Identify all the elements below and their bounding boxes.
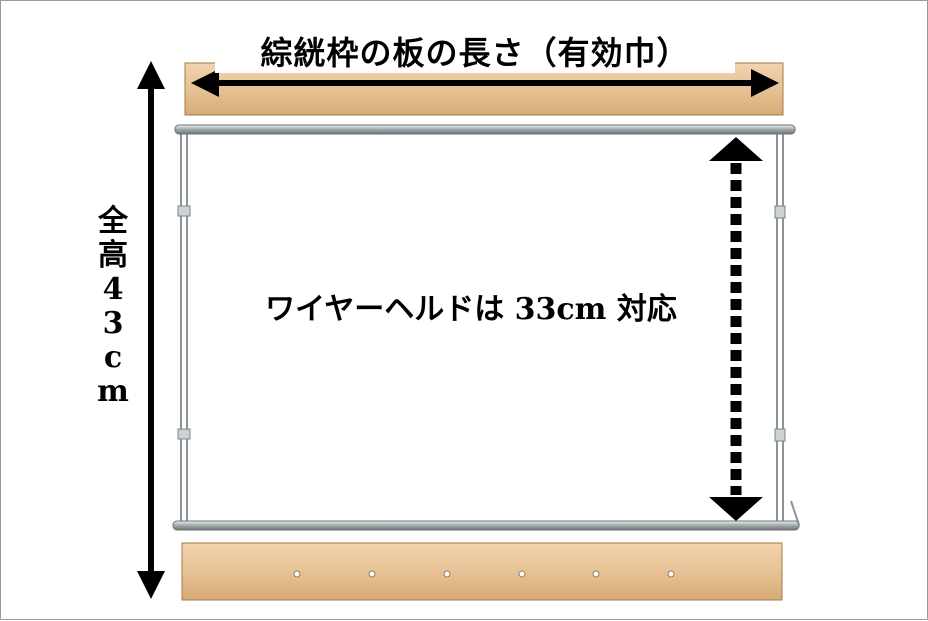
total-height-char: 全 — [98, 204, 128, 239]
top-metal-rod — [174, 124, 796, 135]
wire-heddle-label: ワイヤーヘルドは 33cm 対応 — [265, 292, 677, 327]
bottom-board — [181, 542, 783, 601]
side-wires — [180, 131, 800, 528]
total-height-label: 全 高 4 3 c m — [83, 205, 143, 409]
total-height-char: 4 — [102, 272, 124, 307]
total-height-char: 3 — [102, 306, 124, 341]
side-clips — [177, 205, 786, 442]
bottom-metal-rod — [172, 520, 800, 531]
total-height-arrow — [137, 61, 165, 599]
wire-heddle-arrow — [709, 137, 763, 521]
total-height-char: c — [103, 340, 123, 375]
board-holes — [293, 570, 675, 578]
board-length-label: 綜絖枠の板の長さ（有効巾） — [215, 29, 735, 73]
total-height-char: m — [97, 374, 129, 409]
total-height-char: 高 — [98, 238, 128, 273]
board-length-arrow — [191, 69, 779, 97]
